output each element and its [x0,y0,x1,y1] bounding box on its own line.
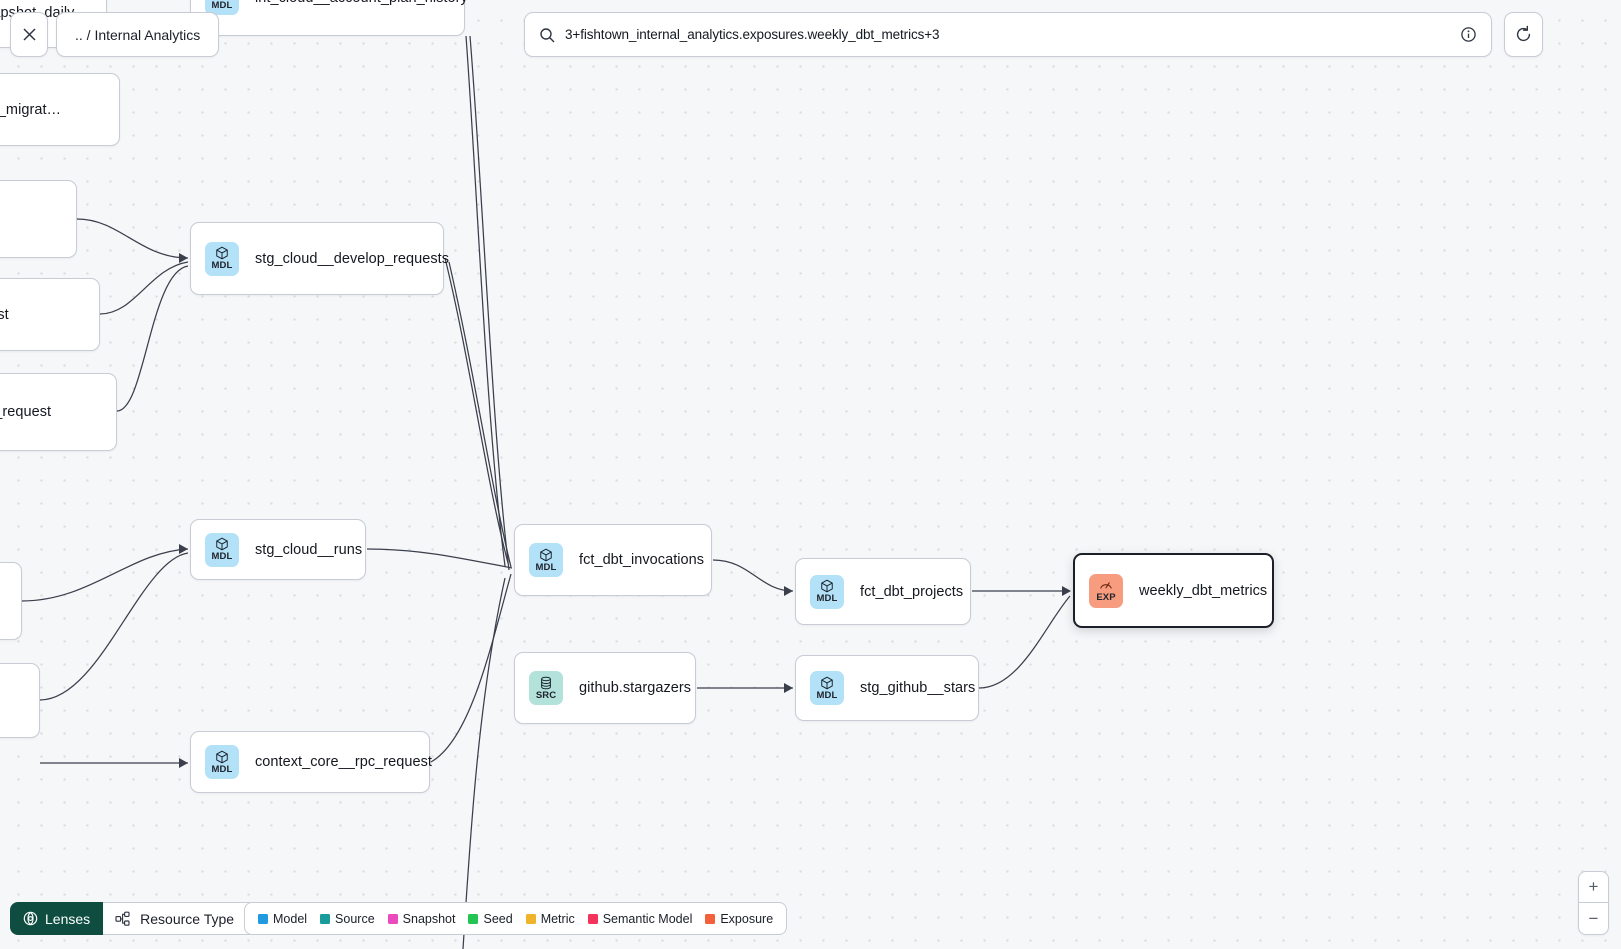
legend-swatch [320,913,331,924]
graph-node[interactable]: MDL stg_github__stars [795,655,979,721]
node-type-label: SRC [535,689,557,701]
graph-node[interactable]: MDL_run [0,663,40,738]
resource-type-label: Resource Type [140,910,235,927]
lenses-label: Lenses [45,910,91,927]
legend-swatch [468,913,479,924]
search-bar[interactable] [524,12,1492,57]
node-label: stg_cloud__runs [255,541,363,558]
database-icon: SRC [529,671,563,705]
legend-item[interactable]: Exposure [705,912,773,926]
lenses-button[interactable]: Lenses [10,902,104,935]
legend-label: Seed [483,911,513,926]
lens-icon [23,911,38,926]
node-label: stg_github__stars [860,680,976,696]
graph-node[interactable]: EXP weekly_dbt_metrics [1073,553,1274,628]
close-icon [22,28,36,41]
cube-icon: MDL [810,671,844,705]
graph-node[interactable]: MDL stg_cloud__runs [190,519,366,580]
graph-node[interactable]: MDLvelop_request [0,278,100,351]
node-type-label: MDL [211,763,233,775]
legend-item[interactable]: Metric [525,911,575,926]
legend-swatch [258,913,268,924]
resource-type-button[interactable]: Resource Type [103,902,270,935]
node-type-label: MDL [211,260,233,272]
node-type-label: MDL [535,561,557,573]
bottom-toolbar: Lenses Resource Type [10,902,270,935]
node-label: stg_cloud__develop_requests [255,250,450,267]
cube-icon: MDL [205,0,239,15]
node-label: _develop_request [0,404,52,420]
legend-item[interactable]: Seed [468,911,513,926]
node-label: multicell_migrat… [0,101,62,118]
zoom-controls: + − [1578,871,1609,935]
node-type-label: MDL [816,593,838,605]
graph-node[interactable]: MDL fct_dbt_invocations [514,524,712,596]
node-type-label: EXP [1096,592,1116,604]
node-label: fct_dbt_invocations [579,552,705,568]
node-label: int_cloud__account_plan_history [255,0,468,6]
legend-swatch [387,913,398,924]
legend-swatch [587,913,598,924]
legend-label: Metric [540,911,575,926]
resource-type-icon [115,911,130,926]
refresh-icon [1516,25,1531,42]
search-input[interactable] [565,27,1450,42]
node-label: velop_request [0,306,9,323]
cube-icon: MDL [810,574,844,609]
legend-label: Model [273,911,308,926]
graph-node[interactable]: MDL stg_cloud__develop_requests [190,222,449,295]
cube-icon: MDL [205,745,239,779]
legend-swatch [705,913,716,924]
info-circle-icon[interactable] [1460,26,1477,43]
legend-swatch [525,913,536,924]
node-type-label: MDL [211,0,233,11]
close-button[interactable] [10,12,48,57]
graph-node[interactable]: MDL int_cloud__account_plan_history [190,0,468,36]
graph-node[interactable]: SRC github.stargazers [514,652,696,724]
legend-label: Exposure [720,911,774,926]
node-label: fct_dbt_projects [860,583,964,600]
breadcrumb-label: .. / Internal Analytics [75,26,201,43]
graph-node[interactable]: MDL context_core__rpc_request [190,731,432,793]
node-type-label: MDL [211,551,233,563]
graph-node[interactable]: MDL fct_dbt_projects [795,558,971,625]
node-label: github.stargazers [579,680,692,696]
zoom-out-button[interactable]: − [1588,908,1599,928]
node-label: context_core__rpc_request [255,754,432,770]
legend-item[interactable]: Snapshot [387,911,456,926]
legend-label: Snapshot [402,911,456,926]
breadcrumb[interactable]: .. / Internal Analytics [56,12,220,57]
cube-icon: MDL [529,543,563,577]
node-label: weekly_dbt_metrics [1139,582,1268,599]
refresh-button[interactable] [1504,12,1543,57]
graph-node[interactable]: MDLp_request [0,180,77,258]
legend-item[interactable]: Source [320,912,375,926]
gauge-icon: EXP [1089,573,1123,608]
search-icon [540,27,555,42]
graph-node[interactable]: MDLmulticell_migrat… [0,73,120,146]
zoom-in-button[interactable]: + [1579,872,1608,903]
graph-node[interactable]: MDL_develop_request [0,373,117,451]
legend-label: Semantic Model [602,911,693,926]
cube-icon: MDL [205,241,239,276]
resource-type-legend: Model Source Snapshot Seed Metric Semantic Mo… [244,902,788,935]
legend-item[interactable]: Model [258,912,307,926]
legend-label: Source [335,911,375,926]
legend-item[interactable]: Semantic Model [587,911,693,926]
node-type-label: MDL [816,689,838,701]
graph-node[interactable]: MDLn [0,562,22,640]
cube-icon: MDL [205,532,239,567]
